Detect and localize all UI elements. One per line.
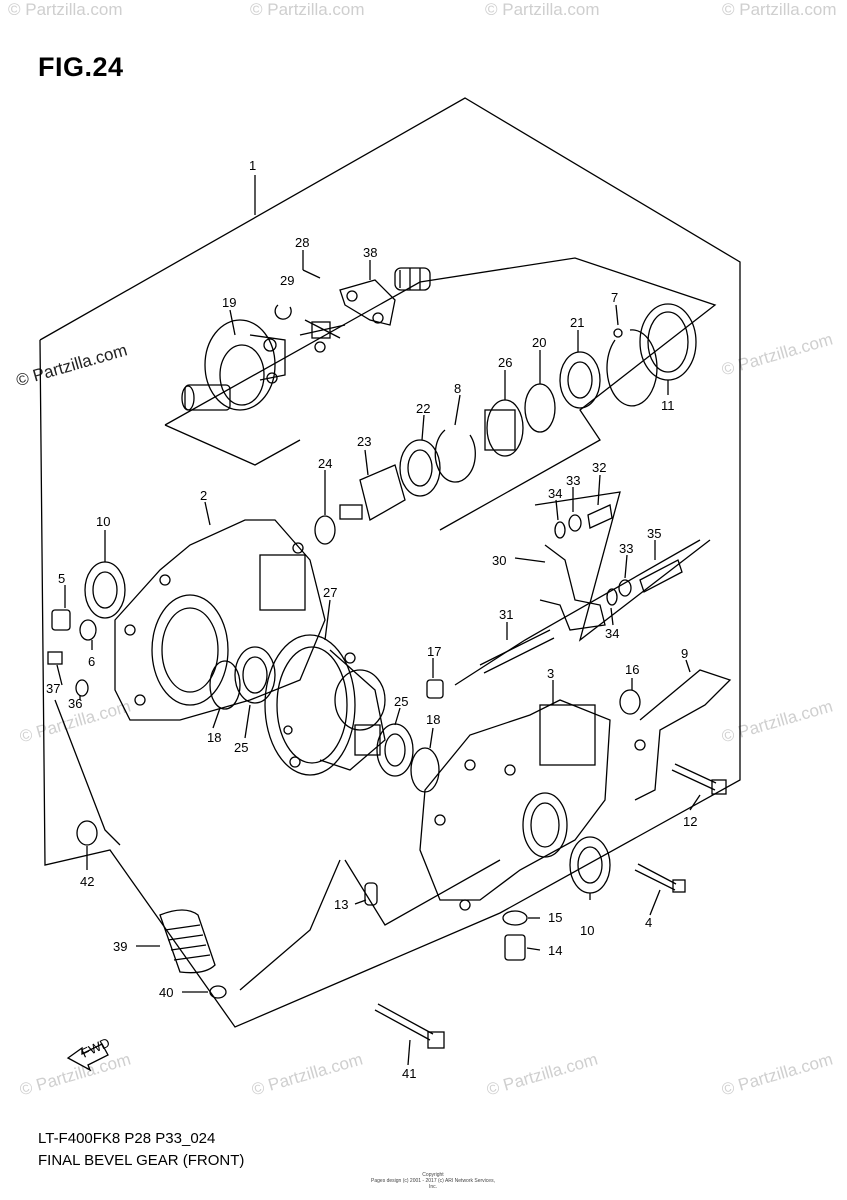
callout-3: 3 [547,666,554,681]
callout-11: 11 [661,398,675,413]
watermark-text: © Partzilla.com [722,0,837,19]
callout-37: 37 [46,681,60,696]
callout-17: 17 [427,644,441,659]
flange-yoke-part [181,319,286,411]
callout-40: 40 [159,985,173,1000]
figure-title: FIG.24 [38,52,124,82]
callout-22: 22 [416,401,430,416]
callout-16: 16 [625,662,639,677]
model-code-label: LT-F400FK8 P28 P33_024 [38,1130,216,1147]
callout-13: 13 [334,897,348,912]
callout-5: 5 [58,571,65,586]
callout-31: 31 [499,607,513,622]
watermark-text: © Partzilla.com [250,0,365,19]
fwd-arrow-icon: FWD [66,1035,112,1072]
copyright-line: Copyright [422,1172,444,1178]
callout-2: 2 [200,488,207,503]
callout-34-top: 34 [548,486,562,501]
callout-39: 39 [113,939,127,954]
callout-4: 4 [645,915,652,930]
callout-18-right: 18 [426,712,440,727]
svg-text:FWD: FWD [79,1035,112,1061]
callout-8: 8 [454,381,461,396]
callout-35: 35 [647,526,661,541]
callout-6: 6 [88,654,95,669]
callout-42: 42 [80,874,94,889]
callout-10-left: 10 [96,514,110,529]
callout-30: 30 [492,553,506,568]
callout-32: 32 [592,460,606,475]
right-case-part [419,699,611,911]
figure-name-label: FINAL BEVEL GEAR (FRONT) [38,1152,245,1169]
callout-labels: 1 2 3 4 5 6 7 8 9 10 10 11 12 13 14 15 1… [46,158,697,1081]
callout-24: 24 [318,456,332,471]
callout-21: 21 [570,315,584,330]
callout-25-right: 25 [394,694,408,709]
callout-15: 15 [548,910,562,925]
callout-20: 20 [532,335,546,350]
callout-23: 23 [357,434,371,449]
callout-29: 29 [280,273,294,288]
left-case-part [114,519,326,721]
callout-25-left: 25 [234,740,248,755]
callout-1: 1 [249,158,256,173]
callout-26: 26 [498,355,512,370]
callout-36: 36 [68,696,82,711]
callout-18-left: 18 [207,730,221,745]
copyright-footnote: Copyright Pages design (c) 2001 - 2017 (… [368,1172,498,1190]
callout-33-mid: 33 [619,541,633,556]
callout-19: 19 [222,295,236,310]
callout-28: 28 [295,235,309,250]
callout-7: 7 [611,290,618,305]
callout-41: 41 [402,1066,416,1081]
callout-27: 27 [323,585,337,600]
ring-gear-part [264,634,386,776]
callout-38: 38 [363,245,377,260]
callout-10-right: 10 [580,923,594,938]
callout-33-top: 33 [566,473,580,488]
copyright-line: Pages design (c) 2001 - 2017 (c) ARI Net… [371,1178,495,1190]
callout-9: 9 [681,646,688,661]
watermark-text: © Partzilla.com [8,0,123,19]
callout-34-bottom: 34 [605,626,619,641]
watermark-text: © Partzilla.com [485,0,600,19]
callout-12: 12 [683,814,697,829]
callout-14: 14 [548,943,562,958]
